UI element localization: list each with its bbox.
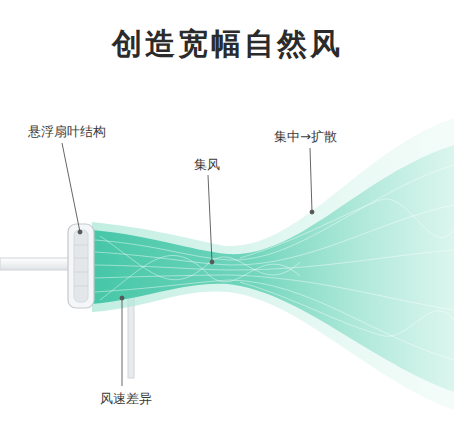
airflow-outer bbox=[92, 118, 454, 410]
fan-head bbox=[68, 224, 94, 308]
callout-label: 悬浮扇叶结构 bbox=[28, 123, 106, 141]
fan-arm bbox=[0, 258, 76, 270]
leader-lines bbox=[62, 143, 314, 386]
stream-lines bbox=[95, 165, 454, 360]
callout-label: 风速差异 bbox=[100, 390, 152, 408]
airflow-main bbox=[92, 145, 454, 392]
callout-label: 集风 bbox=[194, 156, 220, 174]
fan-grill bbox=[74, 230, 88, 302]
fan-grill-lines bbox=[74, 245, 88, 286]
callout-label: 集中→扩散 bbox=[274, 128, 337, 146]
title: 创造宽幅自然风 bbox=[112, 24, 343, 65]
